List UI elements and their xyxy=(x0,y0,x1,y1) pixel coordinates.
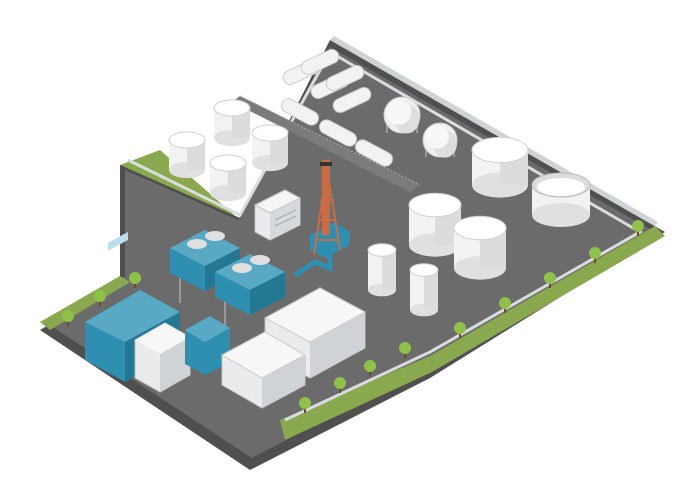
cooling-units xyxy=(170,230,285,327)
tree xyxy=(454,322,466,338)
tree xyxy=(94,290,106,306)
tree xyxy=(632,220,644,236)
storage-tank xyxy=(168,131,206,179)
tank-car xyxy=(281,98,319,126)
office-building xyxy=(85,231,230,393)
storage-tank xyxy=(251,124,289,172)
tree xyxy=(364,360,376,376)
tank-car xyxy=(319,119,357,147)
tree xyxy=(589,247,601,263)
storage-tank xyxy=(367,243,397,297)
horizontal-tank xyxy=(325,65,365,91)
cooling-unit xyxy=(215,254,285,327)
storage-tank xyxy=(409,263,439,317)
large-tanks xyxy=(367,136,591,317)
tree xyxy=(399,342,411,358)
tree xyxy=(499,297,511,313)
spherical-tank xyxy=(383,96,421,134)
horizontal-tanks xyxy=(282,49,372,113)
storage-tanks xyxy=(168,99,289,202)
storage-tank xyxy=(408,192,462,257)
storage-tank xyxy=(531,172,591,227)
storage-tank xyxy=(471,136,529,198)
tree xyxy=(334,377,346,393)
flare-tower xyxy=(293,160,350,278)
tree xyxy=(62,310,74,326)
storage-tank xyxy=(213,99,251,147)
spherical-tank xyxy=(422,122,458,158)
tree xyxy=(129,272,141,288)
grass-border-right xyxy=(430,226,665,372)
tree xyxy=(299,397,311,413)
tank-car xyxy=(355,139,393,167)
storage-tank xyxy=(209,154,247,202)
rail-tracks xyxy=(232,95,421,192)
horizontal-tank xyxy=(300,49,340,75)
spherical-tanks xyxy=(383,96,458,158)
tank-cars xyxy=(281,98,393,167)
trees xyxy=(62,220,644,413)
control-building xyxy=(253,189,302,241)
horizontal-tank xyxy=(332,87,372,113)
tree xyxy=(544,272,556,288)
grass-border-bottom xyxy=(280,356,432,440)
storage-tank xyxy=(453,215,507,280)
warehouse xyxy=(220,287,367,409)
